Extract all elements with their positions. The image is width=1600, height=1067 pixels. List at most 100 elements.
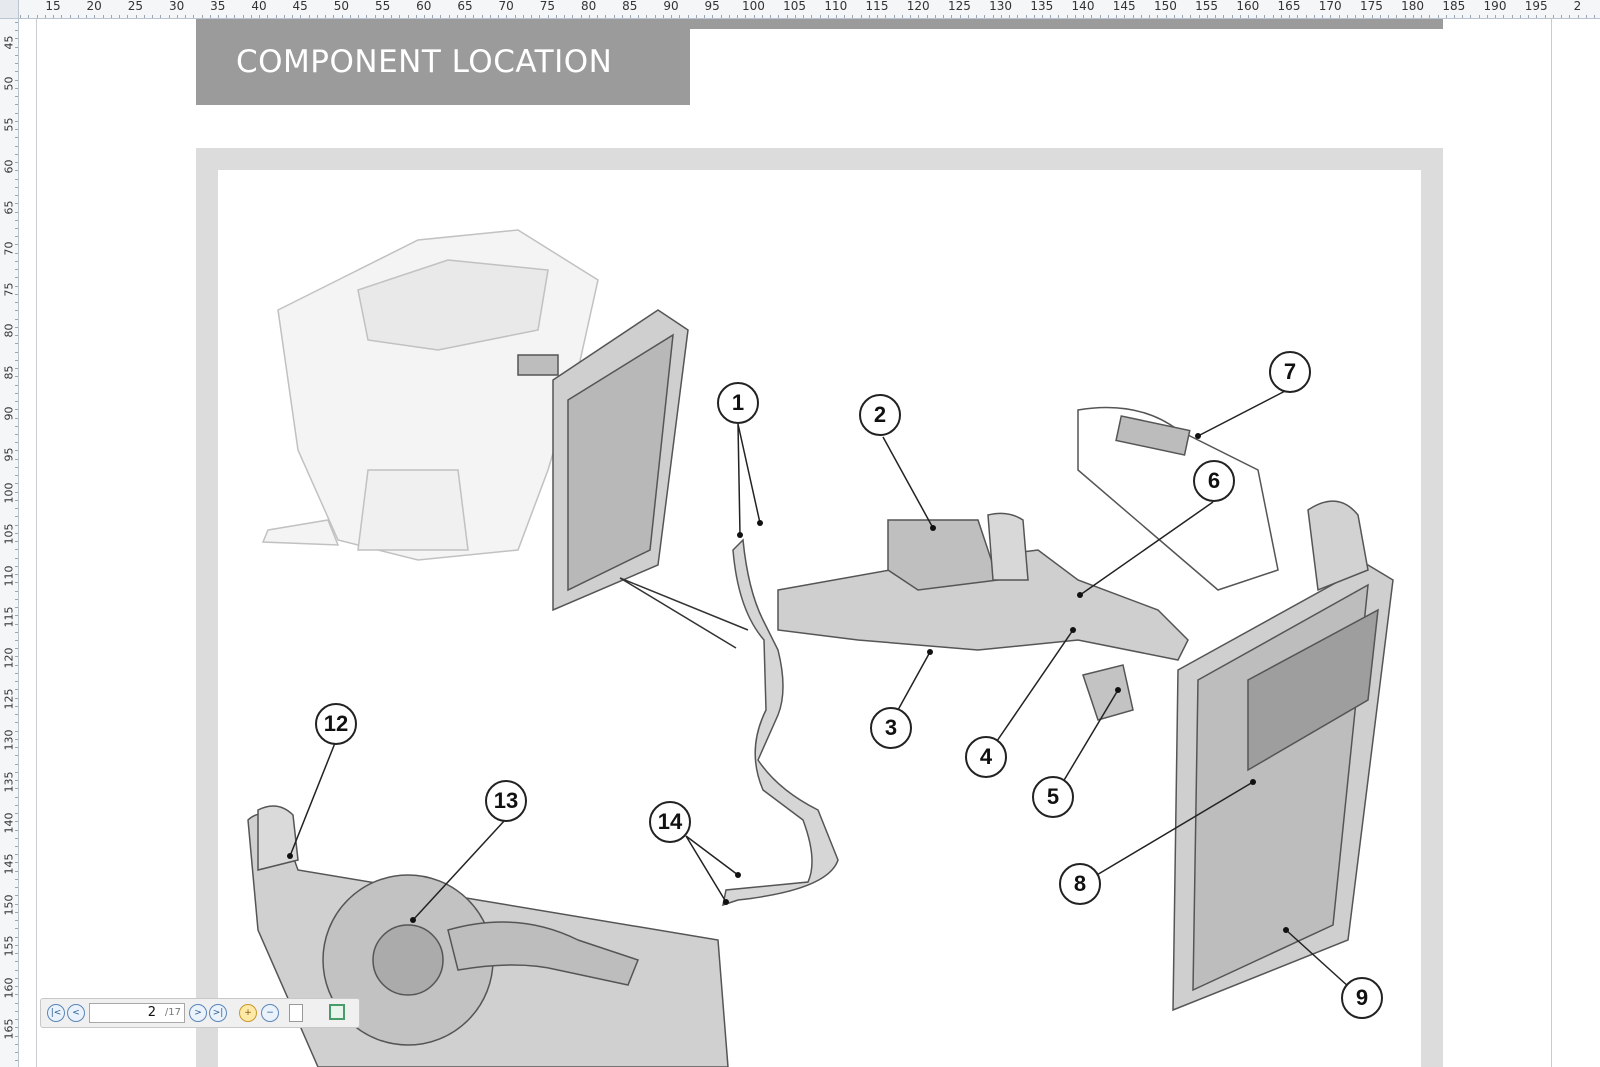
ruler-tick (15, 524, 18, 526)
ruler-tick (877, 15, 879, 18)
select-tool-icon[interactable] (289, 1004, 303, 1022)
ruler-tick (984, 15, 986, 18)
ruler-tick (770, 15, 772, 18)
fit-page-icon[interactable] (329, 1004, 345, 1020)
ruler-tick (61, 15, 63, 18)
ruler-tick (15, 532, 18, 534)
ruler-tick (15, 203, 18, 205)
ruler-tick (415, 15, 417, 18)
ruler-label: 175 (1359, 0, 1383, 13)
ruler-tick (36, 15, 38, 18)
ruler-label: 140 (2, 812, 16, 834)
ruler-tick (15, 887, 18, 889)
ruler-tick (934, 15, 936, 18)
ruler-tick (1536, 15, 1538, 18)
ruler-tick (382, 15, 384, 18)
page-number-input[interactable]: 2 /17 (89, 1003, 185, 1023)
ruler-label: 60 (416, 0, 432, 13)
ruler-tick (15, 178, 18, 180)
ruler-tick (15, 557, 18, 559)
ruler-tick (15, 821, 18, 823)
ruler-tick (572, 15, 574, 18)
ruler-tick (597, 15, 599, 18)
ruler-tick (15, 1010, 18, 1012)
ruler-label: 195 (1524, 0, 1548, 13)
callout-6: 6 (1193, 460, 1235, 502)
ruler-tick (1412, 15, 1414, 18)
ruler-tick (15, 153, 18, 155)
ruler-tick (15, 780, 18, 782)
ruler-label: 105 (2, 523, 16, 545)
ruler-tick (1462, 15, 1464, 18)
ruler-tick (15, 854, 18, 856)
ruler-tick (15, 392, 18, 394)
coolant-hose-assembly (722, 406, 1279, 907)
ruler-tick (679, 15, 681, 18)
ruler-tick (15, 425, 18, 427)
ruler-tick (15, 788, 18, 790)
ruler-tick (893, 15, 895, 18)
ruler-tick (15, 368, 18, 370)
ruler-tick (1396, 15, 1398, 18)
previous-page-icon[interactable]: < (67, 1004, 85, 1022)
ruler-tick (794, 15, 796, 18)
ruler-tick (292, 15, 294, 18)
ruler-tick (687, 15, 689, 18)
ruler-tick (15, 46, 18, 48)
ruler-tick (522, 15, 524, 18)
ruler-tick (1544, 15, 1546, 18)
ruler-tick (77, 15, 79, 18)
next-page-icon[interactable]: > (189, 1004, 207, 1022)
ruler-tick (489, 15, 491, 18)
ruler-tick (316, 15, 318, 18)
ruler-tick (15, 145, 18, 147)
ruler-tick (885, 15, 887, 18)
ruler-tick (15, 582, 18, 584)
zoom-in-icon[interactable]: + (239, 1004, 257, 1022)
ruler-tick (15, 318, 18, 320)
ruler-tick (1355, 15, 1357, 18)
ruler-label: 45 (292, 0, 308, 13)
ruler-tick (547, 15, 549, 18)
last-page-icon[interactable]: >| (209, 1004, 227, 1022)
ruler-tick (218, 15, 219, 18)
total-pages: /17 (164, 1007, 181, 1018)
ruler-tick (1289, 15, 1291, 18)
ruler-label: 80 (580, 0, 597, 13)
ruler-tick (1305, 15, 1307, 18)
first-page-icon[interactable]: |< (47, 1004, 65, 1022)
ruler-tick (15, 211, 18, 213)
ruler-tick (349, 15, 351, 18)
ruler-tick (86, 15, 88, 18)
ruler-tick (15, 738, 18, 740)
ruler-tick (15, 491, 18, 493)
ruler-tick (127, 15, 129, 18)
ruler-tick (15, 574, 18, 576)
ruler-tick (580, 15, 582, 18)
ruler-tick (15, 714, 18, 716)
ruler-tick (638, 15, 640, 18)
ruler-tick (15, 590, 18, 592)
ruler-tick (15, 293, 18, 295)
ruler-tick (15, 755, 18, 757)
ruler-tick (15, 417, 18, 419)
zoom-out-icon[interactable]: − (261, 1004, 279, 1022)
ruler-tick (15, 928, 18, 930)
radiator-large (1172, 500, 1394, 1012)
ruler-tick (15, 672, 18, 674)
ruler-tick (15, 244, 18, 246)
ruler-label: 110 (824, 0, 848, 13)
ruler-label: 150 (2, 894, 16, 916)
ruler-tick (15, 343, 18, 345)
ruler-tick (1528, 15, 1530, 18)
ruler-tick (358, 15, 360, 18)
ruler-tick (53, 15, 55, 18)
ruler-tick (1519, 15, 1521, 18)
ruler-tick (15, 829, 18, 831)
ruler-tick (15, 351, 18, 353)
ruler-tick (761, 15, 763, 18)
ruler-label: 125 (2, 688, 16, 710)
ruler-tick (176, 15, 178, 18)
ruler-tick (242, 15, 244, 18)
ruler-tick (15, 549, 18, 551)
